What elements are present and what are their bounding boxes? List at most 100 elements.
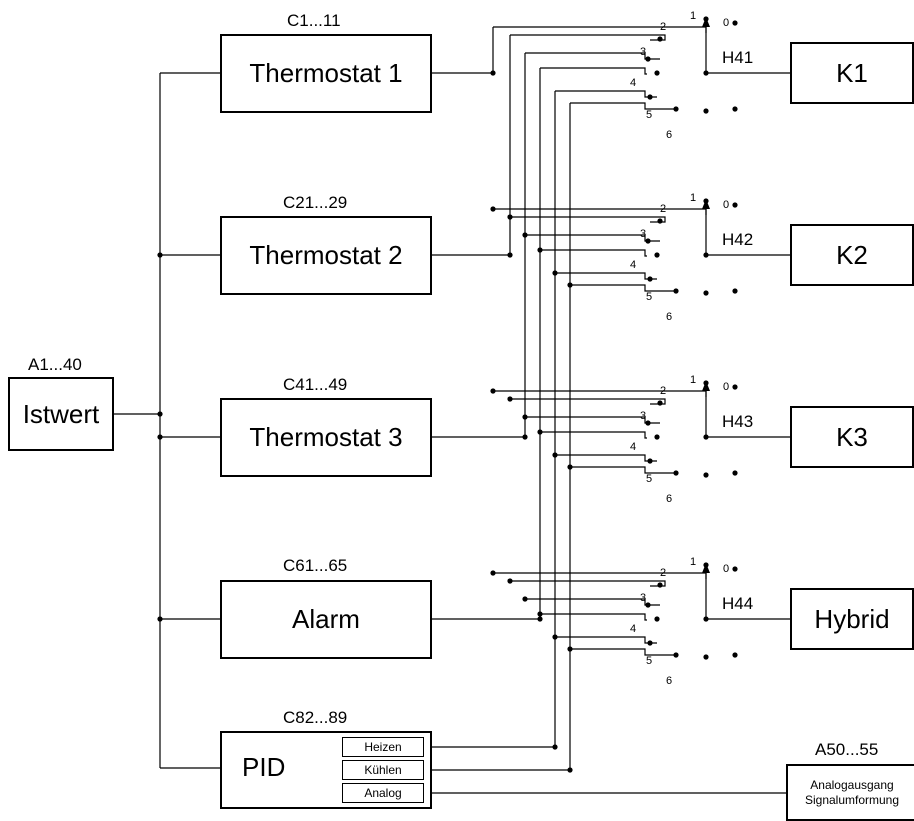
analog-output-code: A50...55 — [815, 740, 879, 759]
thermostat-3-code: C41...49 — [283, 375, 348, 394]
thermostat-2-label: Thermostat 2 — [249, 240, 403, 270]
h41-pos-6: 6 — [666, 129, 673, 141]
switch-3-contact-5 — [647, 640, 653, 646]
signal-bus-source-dot-1 — [507, 252, 513, 258]
thermostat-1-code: C1...11 — [287, 11, 341, 30]
switch-1-contact-4 — [654, 252, 660, 258]
thermostat-2-code: C21...29 — [283, 193, 348, 212]
h43-pos-5: 5 — [646, 473, 653, 485]
switch-3-contact-2 — [657, 582, 663, 588]
signal-bus-source-dot-2 — [522, 434, 528, 440]
output-k1-block: K1 — [790, 42, 914, 104]
switch-h43-label: H43 — [722, 412, 754, 431]
h43-pos-2: 2 — [660, 385, 667, 397]
analog-output-line-1: Analogausgang — [810, 777, 894, 792]
output-k1-label: K1 — [836, 57, 868, 88]
switch-2-arrow — [702, 381, 710, 391]
switch-2-contact-0 — [732, 384, 738, 390]
switch-0-input-1 — [493, 26, 707, 33]
switch-1-input-3 — [525, 234, 660, 242]
signal-bus-tap-dot-2-2 — [522, 414, 528, 420]
h44-pos-2: 2 — [660, 567, 667, 579]
thermostat-3-block: Thermostat 3 — [220, 398, 432, 477]
output-hybrid-label: Hybrid — [814, 603, 890, 634]
switch-0-arrow — [702, 17, 710, 27]
thermostat-1-block: Thermostat 1 — [220, 34, 432, 113]
switch-0-contact-2 — [657, 36, 663, 42]
switch-0-input-4 — [540, 67, 647, 75]
h43-pos-6: 6 — [666, 493, 673, 505]
h44-pos-0: 0 — [723, 563, 730, 575]
switch-3-input-2 — [510, 580, 666, 587]
switch-0-contact-4 — [654, 70, 660, 76]
switch-3-contact-3 — [645, 602, 651, 608]
switch-0-input-3 — [525, 52, 660, 60]
h41-pos-5: 5 — [646, 109, 653, 121]
switch-1-contact-5 — [647, 276, 653, 282]
pid-code: C82...89 — [283, 708, 348, 727]
switch-2-contact-4 — [654, 434, 660, 440]
switch-0-contact-6b — [703, 108, 709, 114]
h42-pos-0: 0 — [723, 199, 730, 211]
h43-pos-0: 0 — [723, 381, 730, 393]
signal-bus-tap-dot-2-1 — [522, 232, 528, 238]
switch-1-input-2 — [510, 216, 666, 223]
signal-bus-tap-dot-0-2 — [490, 388, 496, 394]
switch-3-arrow — [702, 563, 710, 573]
signal-bus-tap-dot-5-2 — [567, 464, 573, 470]
switch-h41-label: H41 — [722, 48, 754, 67]
switch-1-contact-3 — [645, 238, 651, 244]
switch-2-contact-6 — [673, 470, 679, 476]
signal-bus-source-dot-4 — [552, 744, 558, 750]
switch-1-contact-6b — [703, 290, 709, 296]
switch-2-input-6 — [570, 466, 676, 474]
switch-3-contact-4 — [654, 616, 660, 622]
bus-junction-dot-1 — [157, 411, 163, 417]
signal-bus-tap-dot-5-3 — [567, 646, 573, 652]
signal-bus-tap-dot-1-1 — [507, 214, 513, 220]
switch-1-contact-2 — [657, 218, 663, 224]
signal-bus-tap-dot-0-3 — [490, 570, 496, 576]
switch-1-input-4 — [540, 249, 647, 257]
h42-pos-4: 4 — [630, 259, 637, 271]
h42-pos-6: 6 — [666, 311, 673, 323]
h41-pos-4: 4 — [630, 77, 637, 89]
istwert-block: Istwert — [8, 377, 114, 451]
signal-bus-source-dot-3 — [537, 616, 543, 622]
switch-1-contact-6 — [673, 288, 679, 294]
switch-h42-label: H42 — [722, 230, 754, 249]
h42-pos-1: 1 — [690, 192, 697, 204]
output-k2-label: K2 — [836, 239, 868, 270]
signal-bus-tap-dot-2-3 — [522, 596, 528, 602]
switch-0-contact-5 — [647, 94, 653, 100]
h44-pos-6: 6 — [666, 675, 673, 687]
switch-2-contact-3 — [645, 420, 651, 426]
h43-pos-1: 1 — [690, 374, 697, 386]
h44-pos-4: 4 — [630, 623, 637, 635]
switch-1-arrow — [702, 199, 710, 209]
switch-0-input-2 — [510, 34, 666, 41]
switch-0-contact-6 — [673, 106, 679, 112]
thermostat-2-block: Thermostat 2 — [220, 216, 432, 295]
h43-pos-3: 3 — [640, 410, 647, 422]
pid-label: PID — [242, 752, 286, 782]
bus-junction-dot-2 — [157, 434, 163, 440]
signal-bus-tap-dot-1-2 — [507, 396, 513, 402]
h44-pos-3: 3 — [640, 592, 647, 604]
switch-h44-label: H44 — [722, 594, 754, 613]
signal-bus-source-dot-5 — [567, 767, 573, 773]
pid-analog-output: Analog — [342, 783, 424, 803]
signal-bus-tap-dot-4-1 — [552, 270, 558, 276]
switch-2-input-2 — [510, 398, 666, 405]
istwert-label: Istwert — [22, 398, 100, 429]
switch-2-contact-5 — [647, 458, 653, 464]
switch-3-common-dot — [703, 616, 709, 622]
signal-bus-tap-dot-0-1 — [490, 206, 496, 212]
switch-0-input-6 — [570, 102, 676, 110]
switch-2-input-4 — [540, 431, 647, 439]
switch-3-input-6 — [570, 648, 676, 656]
alarm-block: Alarm — [220, 580, 432, 659]
switch-3-input-4 — [540, 613, 647, 621]
switch-2-contact-6b — [703, 472, 709, 478]
